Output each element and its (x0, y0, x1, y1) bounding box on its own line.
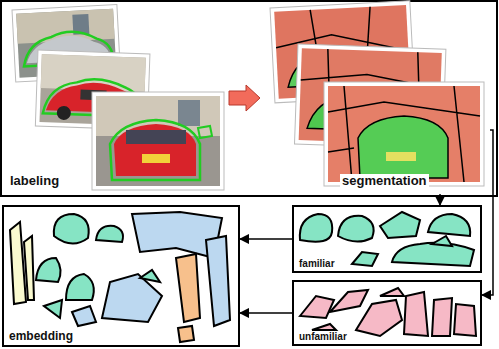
panel-label: segmentation (340, 174, 429, 188)
unfamiliar-box: unfamiliar (292, 280, 482, 346)
connector-arrow (482, 130, 493, 295)
connector-arrow (439, 194, 441, 205)
connector-arrow (240, 312, 292, 314)
labeling-panel: labeling (2, 2, 227, 194)
panel-label: embedding (7, 330, 75, 343)
segmentation-panel: segmentation (262, 2, 490, 194)
panel-label: unfamiliar (297, 331, 349, 342)
flow-arrow (229, 85, 260, 111)
familiar-box: familiar (292, 205, 482, 273)
embedding-box: embedding (2, 205, 240, 347)
panel-label: labeling (8, 174, 61, 188)
panel-label: familiar (297, 258, 337, 269)
connector-arrow (240, 238, 292, 240)
